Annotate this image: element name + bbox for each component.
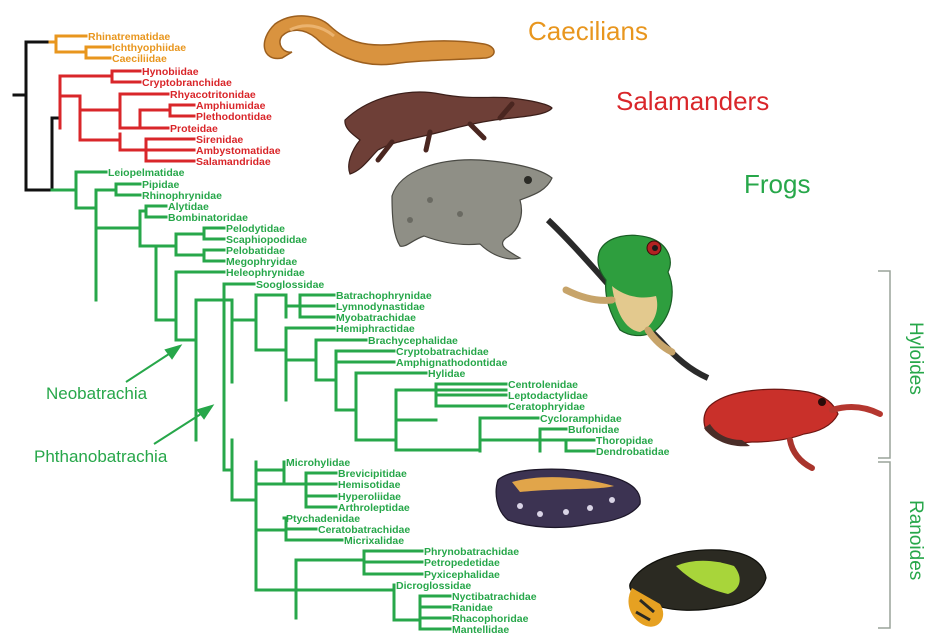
salamanders-title: Salamanders bbox=[616, 86, 769, 116]
taxon-label: Plethodontidae bbox=[196, 111, 272, 123]
poison-frog-photo bbox=[628, 550, 766, 627]
root-branches bbox=[14, 42, 60, 190]
tree-frog-photo bbox=[548, 220, 708, 378]
taxon-label: Sooglossidae bbox=[256, 279, 324, 291]
taxon-label: Leiopelmatidae bbox=[108, 167, 185, 179]
taxon-label: Caeciliidae bbox=[112, 53, 167, 65]
taxon-label: Hylidae bbox=[428, 368, 466, 380]
red-frog-photo bbox=[704, 389, 880, 468]
taxon-label: Cryptobranchidae bbox=[142, 77, 232, 89]
taxon-label: Micrixalidae bbox=[344, 535, 404, 547]
phthanobatrachia-arrow bbox=[154, 406, 212, 444]
phylogenetic-tree bbox=[14, 36, 594, 629]
neobatrachia-arrow bbox=[126, 346, 180, 382]
taxon-label: Hemisotidae bbox=[338, 479, 401, 491]
taxon-label: Hemiphractidae bbox=[336, 323, 415, 335]
ranoides-label: Ranoides bbox=[905, 500, 926, 580]
taxon-label: Heleophrynidae bbox=[226, 267, 305, 279]
taxon-label: Mantellidae bbox=[452, 624, 509, 636]
ranoides-bracket bbox=[878, 462, 890, 628]
neobatrachia-label: Neobatrachia bbox=[46, 384, 148, 403]
taxon-label: Dendrobatidae bbox=[596, 446, 670, 458]
hyloides-label: Hyloides bbox=[905, 322, 926, 395]
caecilians-title: Caecilians bbox=[528, 16, 648, 46]
phthanobatrachia-label: Phthanobatrachia bbox=[34, 447, 168, 466]
hyloides-bracket bbox=[878, 271, 890, 458]
toad-photo bbox=[392, 160, 552, 259]
frogs-title: Frogs bbox=[744, 169, 810, 199]
spotted-frog-photo bbox=[496, 469, 640, 527]
caecilian-photo bbox=[264, 16, 494, 65]
taxon-label: Ceratophryidae bbox=[508, 401, 585, 413]
taxon-label: Petropedetidae bbox=[424, 557, 500, 569]
taxon-label: Salamandridae bbox=[196, 156, 271, 168]
